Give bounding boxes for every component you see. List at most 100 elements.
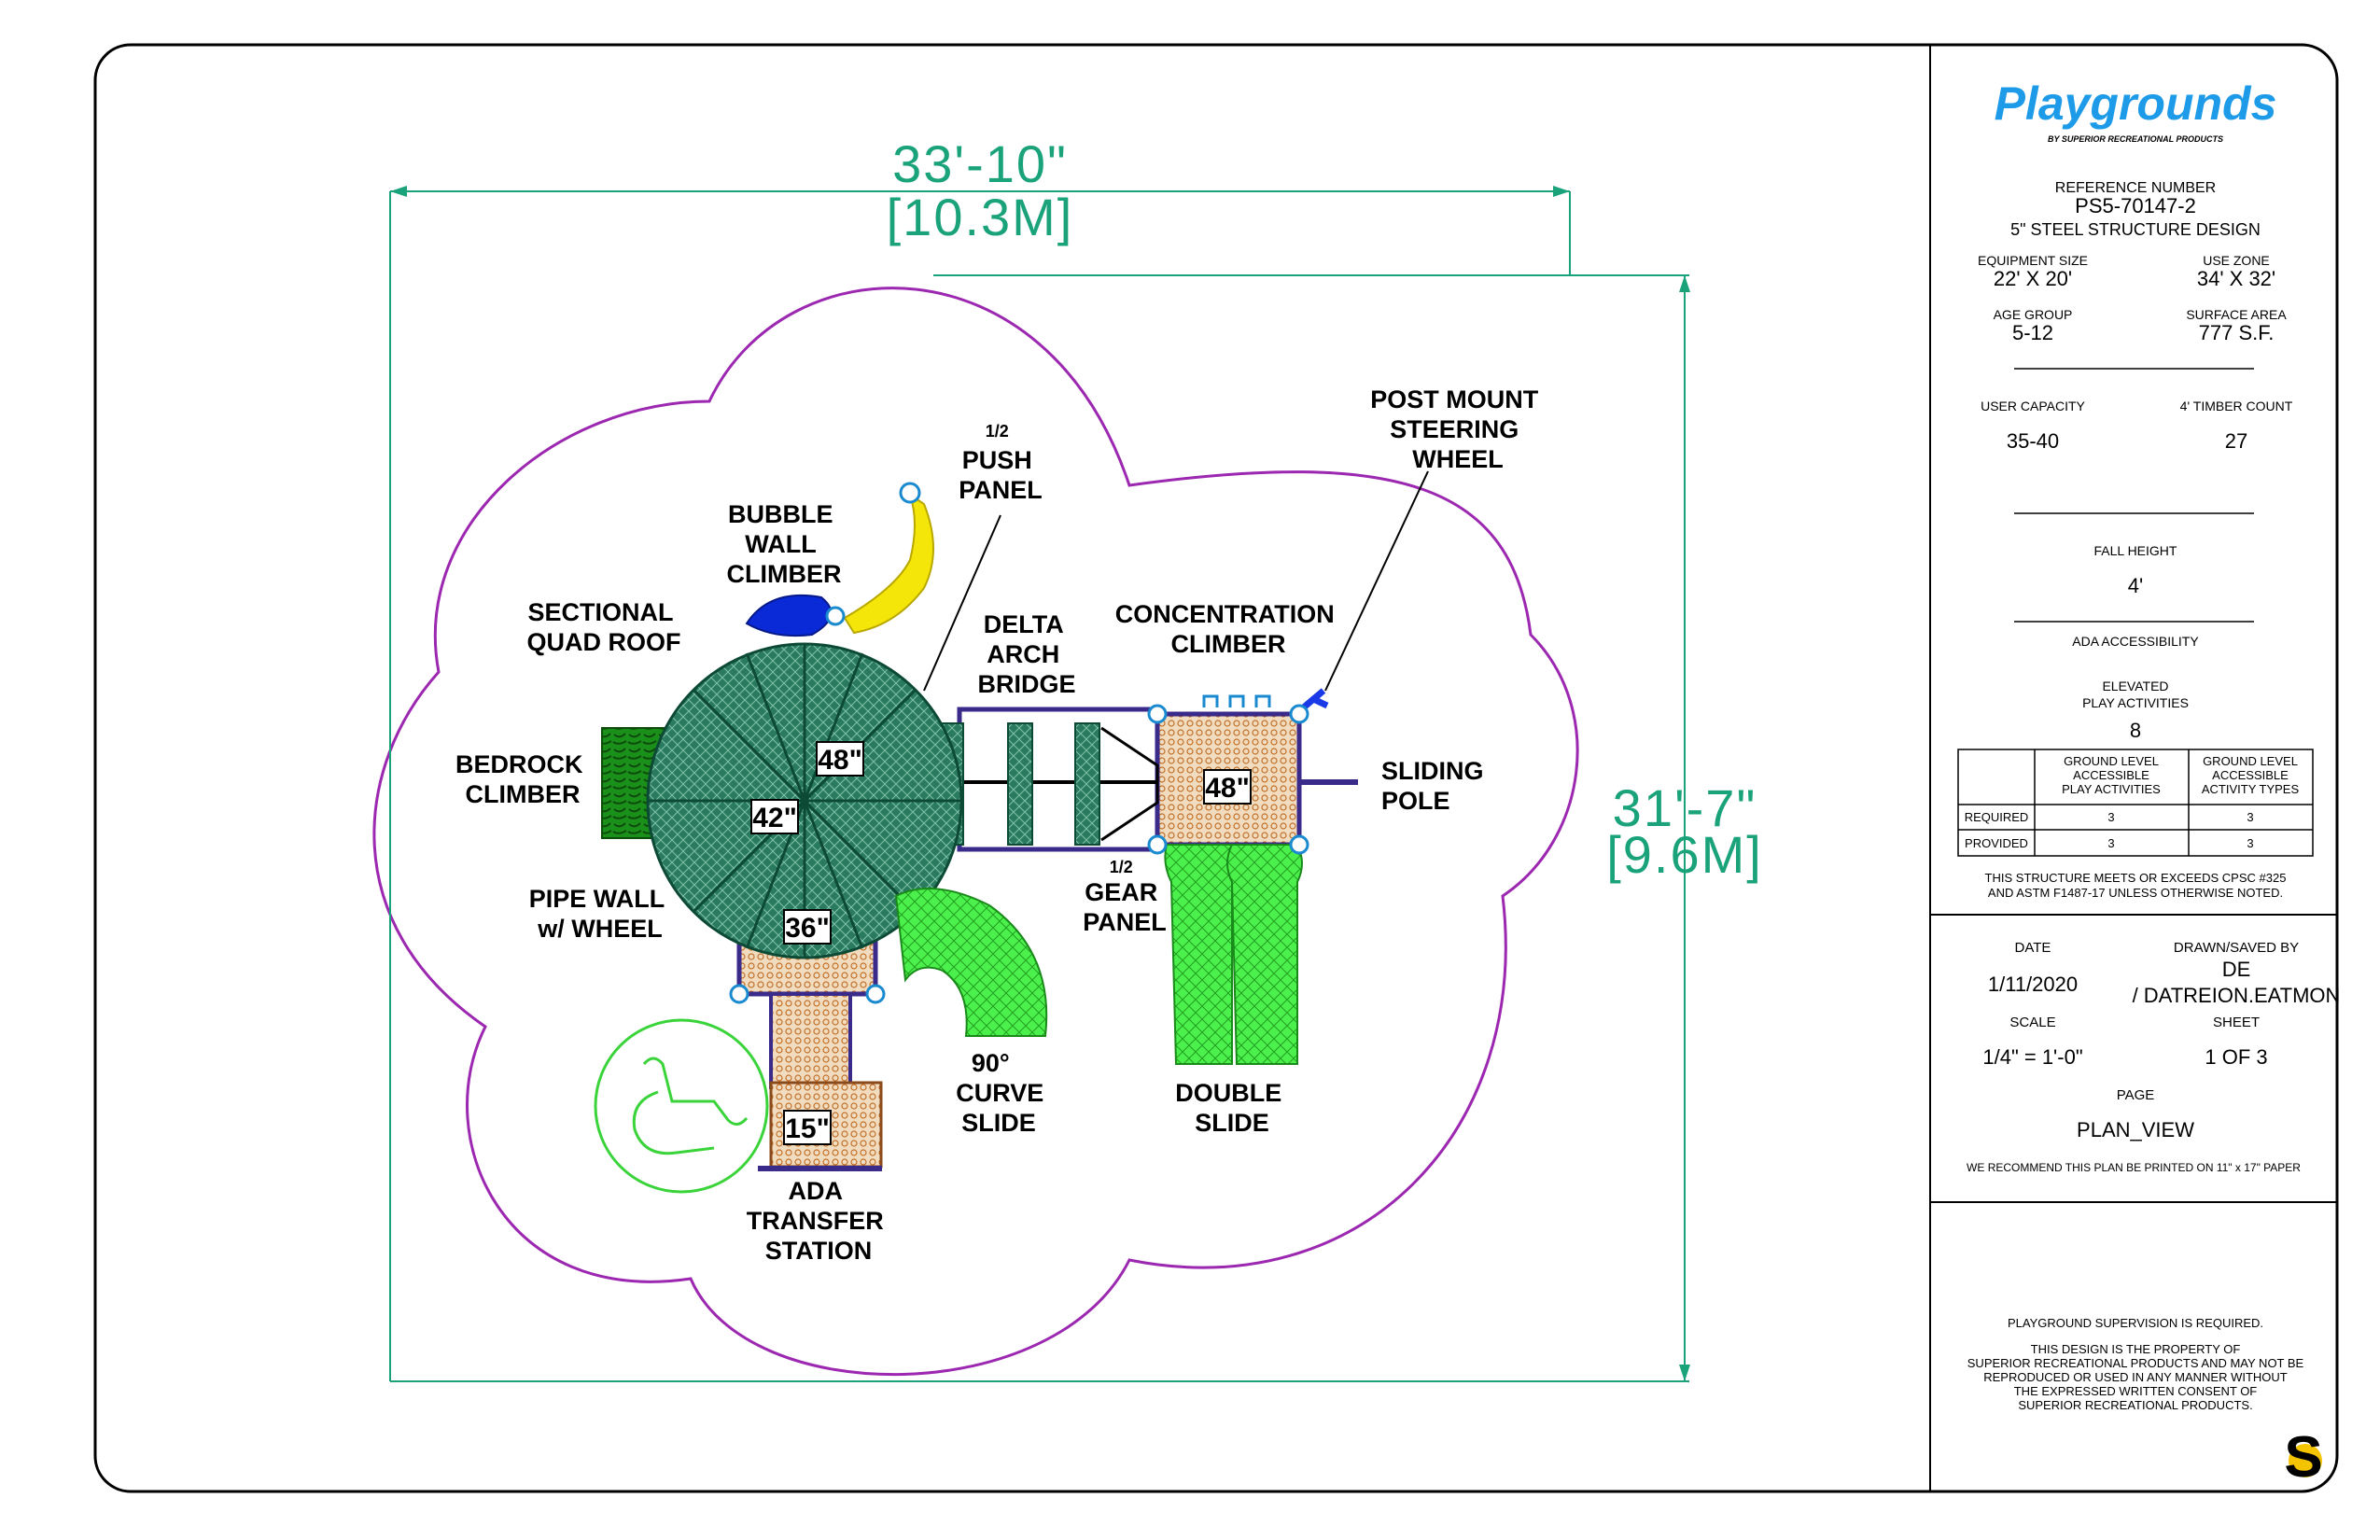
width-dimension: 33'-10" [10.3M] xyxy=(389,134,1571,1381)
equipment-size-value: 22' X 20' xyxy=(1994,267,2072,290)
svg-text:CONCENTRATION CLIMBER: CONCENTRATION CLIMBER xyxy=(1115,600,1342,658)
legal-line-5: SUPERIOR RECREATIONAL PRODUCTS. xyxy=(2018,1398,2252,1412)
bubble-wall-label-2: WALL xyxy=(745,530,816,558)
compliance-line-1: THIS STRUCTURE MEETS OR EXCEEDS CPSC #32… xyxy=(1985,871,2287,885)
delta-bridge-label-1: DELTA xyxy=(984,610,1063,638)
compliance-line-2: AND ASTM F1487-17 UNLESS OTHERWISE NOTED… xyxy=(1988,886,2283,900)
table-row-required-label: REQUIRED xyxy=(1965,810,2029,824)
svg-text:SECTIONAL QUAD ROOF: SECTIONAL QUAD ROOF xyxy=(527,598,681,656)
push-panel-label-1: 1/2 xyxy=(986,422,1009,441)
table-col2-line3: ACTIVITY TYPES xyxy=(2202,782,2300,796)
width-m-text: [10.3M] xyxy=(887,188,1074,246)
age-group-label: AGE GROUP xyxy=(1994,307,2073,322)
curve-slide-label-3: SLIDE xyxy=(961,1109,1036,1137)
user-capacity-label: USER CAPACITY xyxy=(1981,399,2085,413)
steering-wheel-leader xyxy=(1324,470,1429,692)
curve-slide-label-2: CURVE xyxy=(956,1079,1043,1107)
svg-text:PIPE WALL w/ WHEEL: PIPE WALL w/ WHEEL xyxy=(529,885,672,943)
fall-height-label: FALL HEIGHT xyxy=(2094,543,2177,558)
post-mount-label-3: WHEEL xyxy=(1412,445,1504,473)
double-slide-label-1: DOUBLE xyxy=(1175,1079,1281,1107)
sheet-label: SHEET xyxy=(2213,1015,2260,1030)
delta-bridge-label-3: BRIDGE xyxy=(977,670,1075,698)
svg-text:DOUBLE SLIDE: DOUBLE SLIDE xyxy=(1175,1079,1289,1137)
title-block: Playgrounds BY SUPERIOR RECREATIONAL PRO… xyxy=(1930,77,2340,1490)
yellow-climber-post xyxy=(899,482,921,504)
legal-line-3: REPRODUCED OR USED IN ANY MANNER WITHOUT xyxy=(1983,1370,2288,1384)
sectional-quad-roof xyxy=(646,642,963,959)
bubble-wall-climber xyxy=(745,594,833,637)
drawn-value-1: DE xyxy=(2222,958,2251,981)
accessibility-table xyxy=(1957,749,2314,857)
elevated-label-1: ELEVATED xyxy=(2102,679,2168,693)
supervision-text: PLAYGROUND SUPERVISION IS REQUIRED. xyxy=(2008,1316,2263,1330)
table-row-provided-v1: 3 xyxy=(2107,836,2114,850)
svg-text:1/2 GEAR PANEL: 1/2 GEAR PANEL xyxy=(1083,850,1167,936)
table-col2-line1: GROUND LEVEL xyxy=(2203,754,2298,768)
svg-text:BUBBLE WALL CLIMBER: BUBBLE WALL CLIMBER xyxy=(727,500,842,588)
reference-number: PS5-70147-2 xyxy=(2075,194,2196,217)
height-m-text: [9.6M] xyxy=(1606,825,1763,884)
deck-15-label: 15" xyxy=(785,1113,830,1144)
date-label: DATE xyxy=(2015,940,2051,956)
elevated-label-2: PLAY ACTIVITIES xyxy=(2082,695,2189,710)
push-panel-leader xyxy=(923,514,1001,692)
sectional-roof-label-1: SECTIONAL xyxy=(527,598,673,626)
bubble-wall-label-3: CLIMBER xyxy=(727,560,842,588)
elevated-value: 8 xyxy=(2130,719,2141,742)
pipe-wall-label-1: PIPE WALL xyxy=(529,885,665,913)
legal-line-1: THIS DESIGN IS THE PROPERTY OF xyxy=(2031,1342,2241,1356)
bubble-wall-label-1: BUBBLE xyxy=(728,500,833,528)
user-capacity-value: 35-40 xyxy=(2007,429,2059,453)
svg-text:90° CURVE SLIDE: 90° CURVE SLIDE xyxy=(956,1049,1051,1137)
table-col1-line2: ACCESSIBLE xyxy=(2073,768,2149,782)
ada-station-label-2: TRANSFER xyxy=(747,1207,884,1235)
sliding-pole-label-1: SLIDING xyxy=(1381,757,1484,785)
date-value: 1/11/2020 xyxy=(1988,973,2078,996)
table-row-required-v2: 3 xyxy=(2247,810,2253,824)
gear-panel-label-2: GEAR xyxy=(1085,878,1157,906)
use-zone-outline xyxy=(372,287,1579,1376)
svg-text:BEDROCK CLIMBER: BEDROCK CLIMBER xyxy=(455,750,590,808)
concentration-climber xyxy=(1202,694,1271,707)
table-col1-line3: PLAY ACTIVITIES xyxy=(2062,782,2161,796)
table-row-provided-label: PROVIDED xyxy=(1965,836,2028,850)
ada-ramp xyxy=(769,992,852,1089)
drawn-value-2: / DATREION.EATMON xyxy=(2133,984,2341,1007)
height-dimension: 31'-7" [9.6M] xyxy=(390,274,1763,1382)
brand-tagline: BY SUPERIOR RECREATIONAL PRODUCTS xyxy=(2048,134,2223,144)
height-ft-text: 31'-7" xyxy=(1613,778,1757,837)
push-panel-label-2: PUSH xyxy=(962,446,1032,474)
table-col1-line1: GROUND LEVEL xyxy=(2064,754,2159,768)
sheet-value: 1 OF 3 xyxy=(2205,1045,2267,1069)
surface-area-value: 777 S.F. xyxy=(2199,321,2275,344)
corner-logo-mark xyxy=(2289,1444,2322,1477)
deck-48-left-label: 48" xyxy=(818,745,862,776)
timber-count-value: 27 xyxy=(2225,429,2247,453)
age-group-value: 5-12 xyxy=(2012,321,2053,344)
yellow-climber xyxy=(843,492,934,635)
table-col2-line2: ACCESSIBLE xyxy=(2212,768,2289,782)
gear-panel-label-3: PANEL xyxy=(1083,908,1167,936)
pipe-wall-label-2: w/ WHEEL xyxy=(537,915,663,943)
scale-label: SCALE xyxy=(2009,1015,2055,1030)
equipment-size-label: EQUIPMENT SIZE xyxy=(1978,253,2088,268)
corner-logo: S xyxy=(2284,1425,2322,1490)
timber-count-label: 4' TIMBER COUNT xyxy=(2180,399,2293,413)
use-zone-value: 34' X 32' xyxy=(2197,267,2275,290)
double-slide-label-2: SLIDE xyxy=(1195,1109,1269,1137)
legal-line-2: SUPERIOR RECREATIONAL PRODUCTS AND MAY N… xyxy=(1967,1356,2304,1370)
svg-text:1/2 PUSH PANEL: 1/2 PUSH PANEL xyxy=(959,414,1043,504)
concentration-label-2: CLIMBER xyxy=(1171,630,1286,658)
design-text: 5" STEEL STRUCTURE DESIGN xyxy=(2010,220,2261,239)
post-mount-label-1: POST MOUNT xyxy=(1370,385,1539,413)
print-note: WE RECOMMEND THIS PLAN BE PRINTED ON 11"… xyxy=(1967,1161,2301,1174)
ada-accessibility-label: ADA ACCESSIBILITY xyxy=(2072,634,2199,649)
push-panel-label-3: PANEL xyxy=(959,476,1043,504)
bedrock-label-2: CLIMBER xyxy=(466,780,581,808)
deck-36-label: 36" xyxy=(785,913,830,944)
post-mount-label-2: STEERING xyxy=(1390,415,1519,443)
sliding-pole-label-2: POLE xyxy=(1381,787,1450,815)
legal-line-4: THE EXPRESSED WRITTEN CONSENT OF xyxy=(2014,1384,2258,1398)
